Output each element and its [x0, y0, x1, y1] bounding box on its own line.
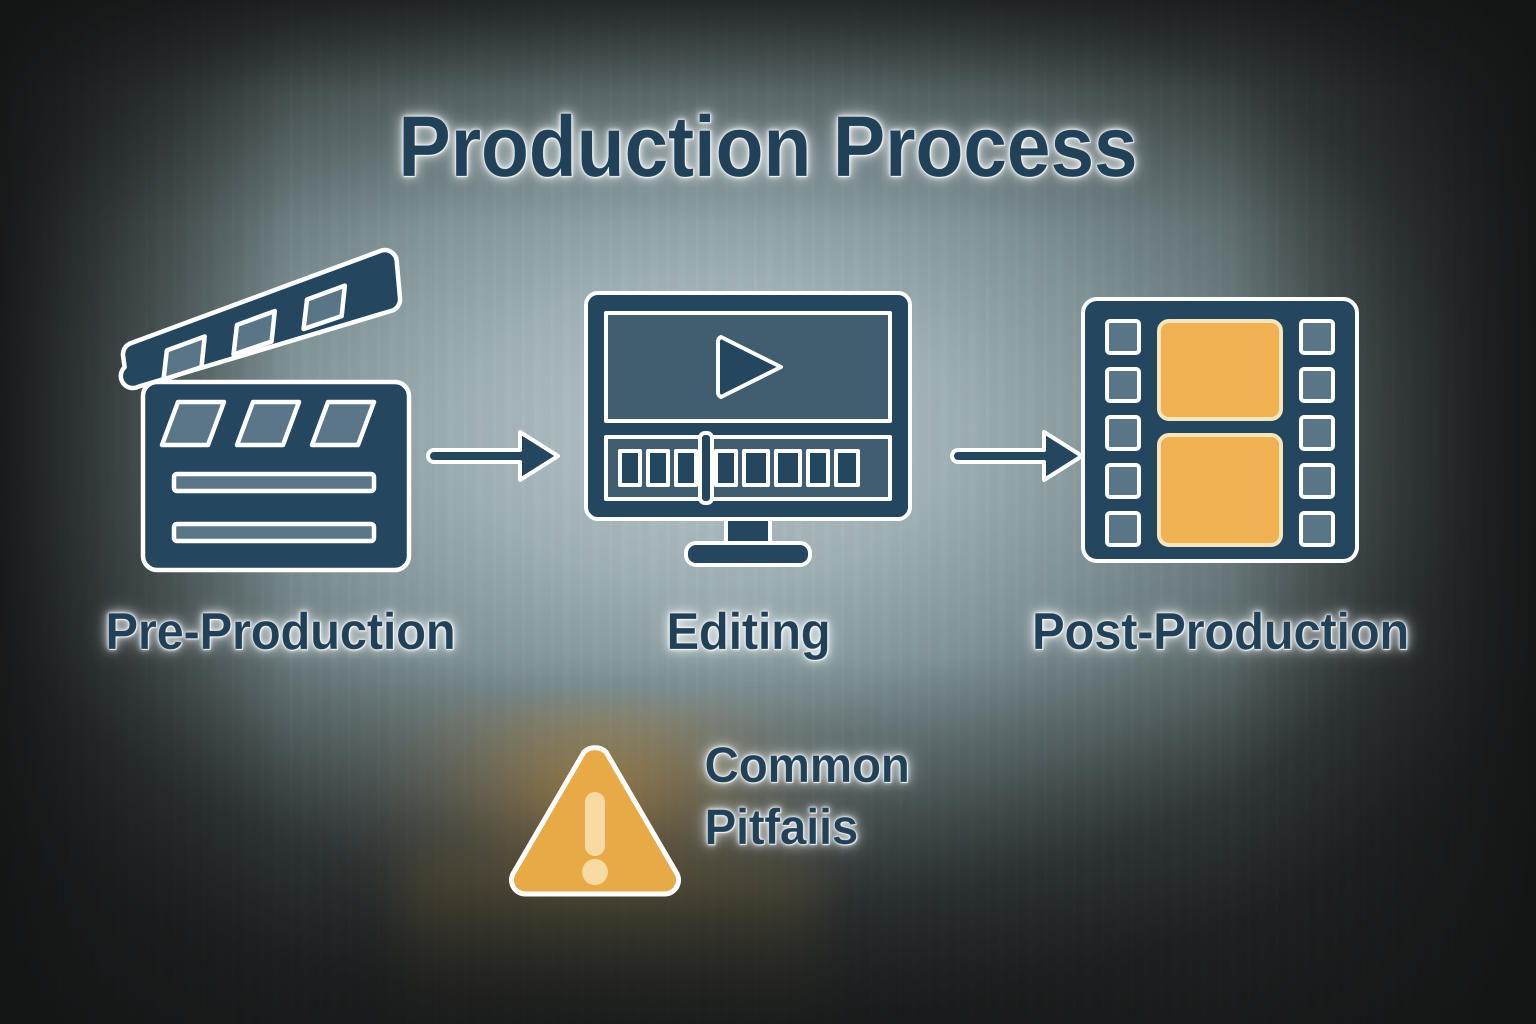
step-label-editing: Editing: [665, 603, 831, 661]
pitfalls-line-2: Pitfaiis: [704, 799, 859, 856]
pitfalls-line-1: Common: [704, 737, 910, 794]
arrow-pre-to-editing-icon: [426, 424, 564, 488]
film-strip-icon: [1050, 280, 1390, 580]
step-label-post-production: Post-Production: [1031, 603, 1409, 661]
clapperboard-icon: [110, 247, 450, 580]
page-title: Production Process: [0, 99, 1536, 195]
common-pitfalls-label: Common Pitfaiis: [698, 734, 1018, 858]
step-post-production: Post-Production: [1031, 280, 1409, 658]
page-title-text: Production Process: [398, 99, 1138, 195]
warning-triangle-icon: [500, 730, 690, 910]
common-pitfalls-callout: Common Pitfaiis: [500, 730, 1020, 920]
step-pre-production: Pre-Production: [105, 247, 456, 658]
step-label-pre-production: Pre-Production: [104, 603, 456, 661]
monitor-editing-icon: [578, 280, 918, 580]
step-editing: Editing: [578, 280, 918, 658]
